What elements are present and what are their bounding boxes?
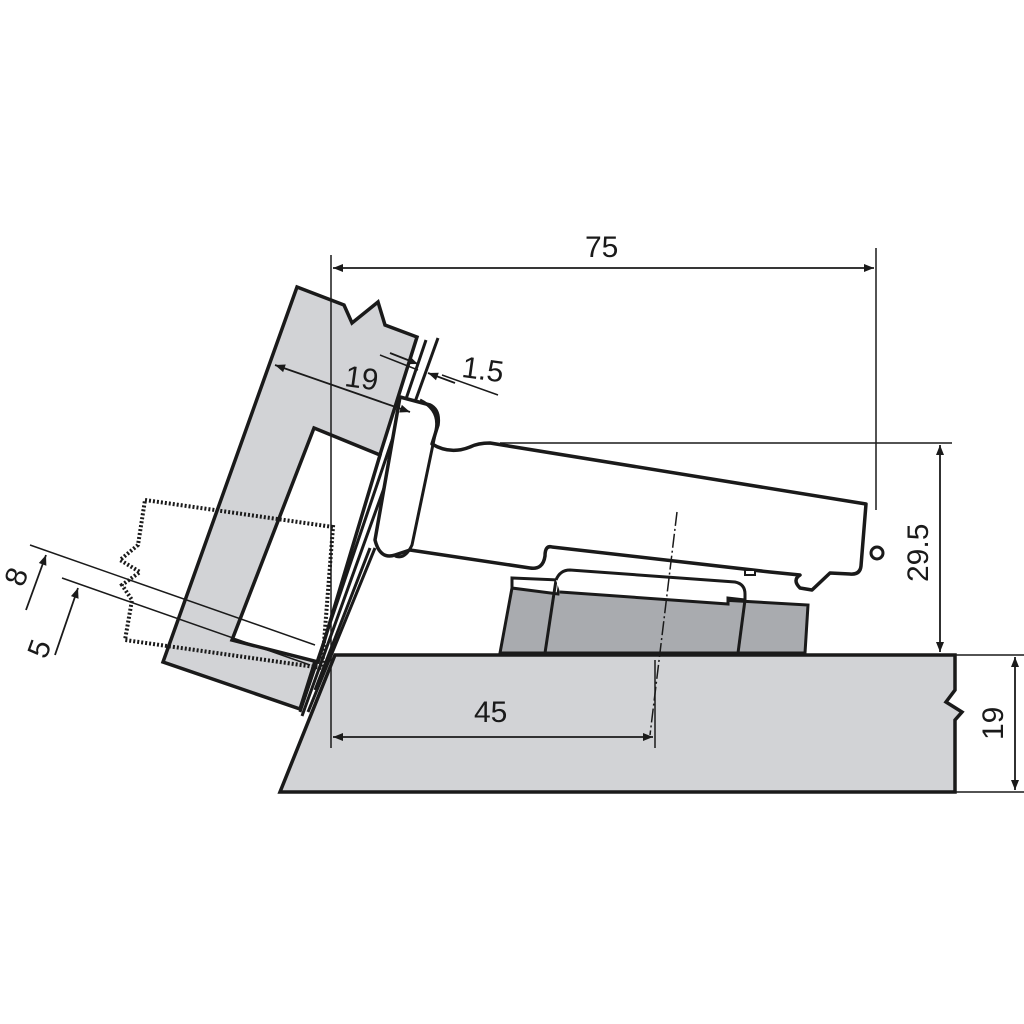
label-19-panel: 19: [977, 707, 1010, 740]
label-5: 5: [22, 635, 59, 662]
mounting-plate-top: [510, 576, 562, 596]
mounting-plate: [498, 586, 810, 655]
label-45: 45: [474, 696, 507, 729]
dim-line-19-door: [274, 364, 411, 413]
label-8: 8: [0, 563, 35, 590]
label-19-door: 19: [343, 360, 381, 397]
dotted-outline: [116, 498, 336, 671]
label-1-5: 1.5: [460, 351, 506, 389]
label-29-5: 29.5: [902, 524, 935, 582]
label-75: 75: [585, 231, 618, 264]
hinge-arm: [373, 395, 868, 592]
cabinet-panel: [277, 653, 965, 794]
